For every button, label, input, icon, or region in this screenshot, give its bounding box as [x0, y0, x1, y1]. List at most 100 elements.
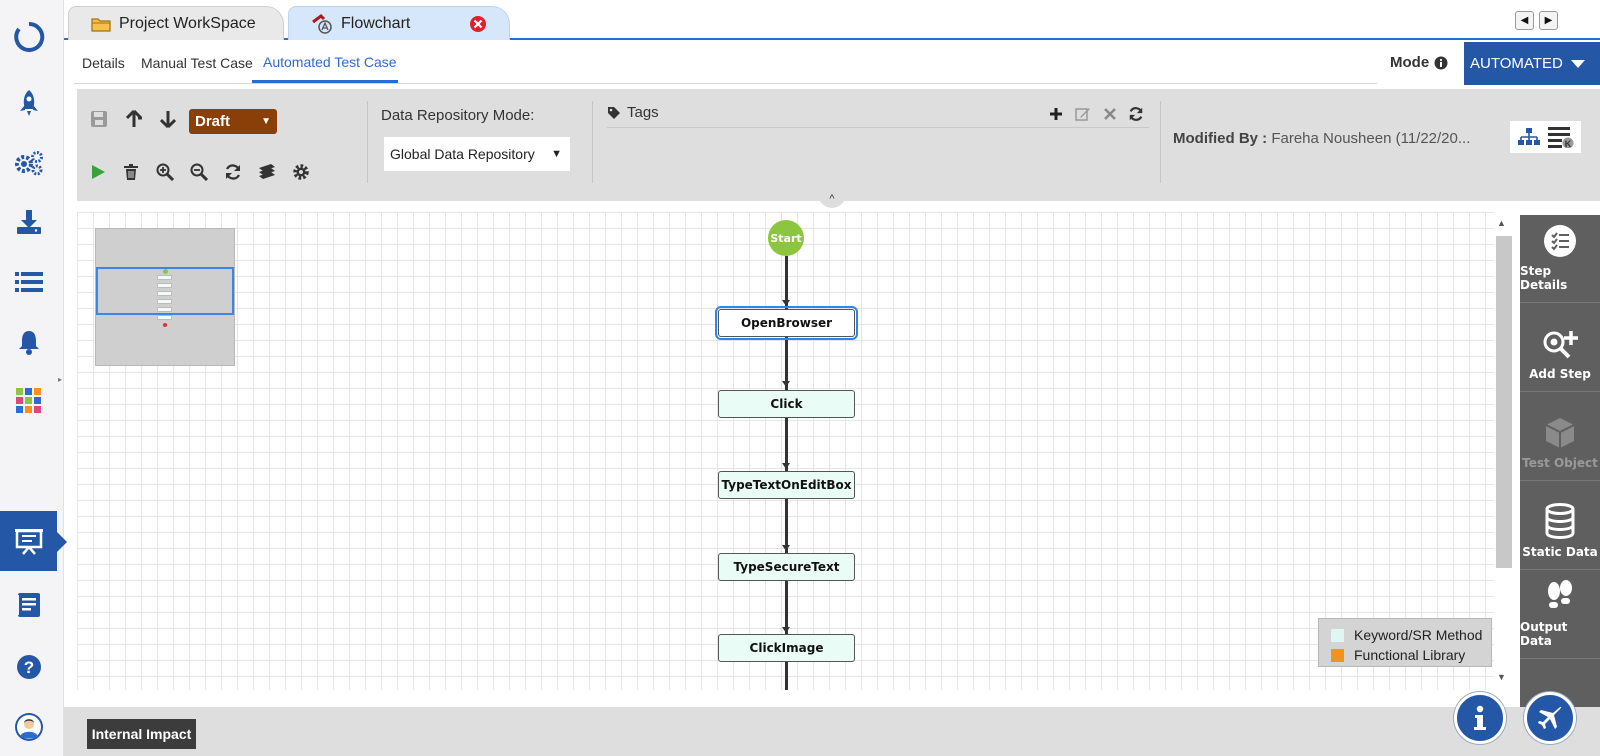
step-details-button[interactable]: Step Details [1520, 215, 1600, 303]
vertical-scrollbar-thumb[interactable] [1496, 236, 1512, 568]
cube-icon [1543, 416, 1577, 450]
view-toggle[interactable]: K [1510, 121, 1581, 153]
test-object-button[interactable]: Test Object [1520, 393, 1600, 481]
zoom-out-icon[interactable] [189, 162, 209, 182]
status-value: Draft [195, 113, 231, 130]
refresh-tags-icon[interactable] [1126, 104, 1146, 124]
run-play-icon[interactable] [88, 162, 108, 182]
output-data-button[interactable]: Output Data [1520, 571, 1600, 659]
mode-value: AUTOMATED [1470, 55, 1563, 72]
gears-icon[interactable] [12, 146, 46, 180]
minimap-start-dot [163, 269, 168, 274]
svg-text:?: ? [24, 658, 34, 677]
flowchart-minimap[interactable] [95, 228, 235, 366]
caret-down-icon [1570, 59, 1585, 68]
scroll-tabs-left-button[interactable]: ◀ [1515, 11, 1534, 30]
mode-dropdown-button[interactable]: AUTOMATED [1464, 42, 1600, 85]
subtab-divider [74, 83, 1377, 84]
flow-step-openbrowser[interactable]: OpenBrowser [715, 306, 858, 340]
download-tray-icon[interactable] [12, 205, 46, 239]
keyword-list-view-icon[interactable]: K [1547, 126, 1574, 148]
mode-label: Mode [1390, 54, 1448, 71]
document-tab-strip: Project WorkSpace Flowchart ◀ ▶ [64, 0, 1600, 40]
user-avatar-icon[interactable] [12, 710, 46, 744]
flow-start-node[interactable]: Start [768, 220, 804, 256]
scroll-up-arrow[interactable]: ▲ [1497, 218, 1506, 228]
folder-icon [91, 16, 111, 32]
tab-flowchart[interactable]: Flowchart [288, 6, 510, 40]
logo-ring-icon[interactable] [12, 20, 46, 54]
flow-arrowhead [782, 300, 790, 306]
subtab-automated-test-case[interactable]: Automated Test Case [263, 54, 397, 70]
subtab-manual-test-case[interactable]: Manual Test Case [141, 55, 253, 71]
legend-swatch [1331, 628, 1344, 642]
subtab-details[interactable]: Details [82, 55, 125, 71]
flow-step-clickimage[interactable]: ClickImage [718, 634, 855, 662]
flow-arrowhead [782, 545, 790, 551]
sidebar-expand-caret-icon[interactable]: ▸ [58, 375, 63, 384]
info-icon[interactable] [1434, 56, 1448, 70]
flow-step-typesecuretext[interactable]: TypeSecureText [718, 553, 855, 581]
static-data-button[interactable]: Static Data [1520, 482, 1600, 570]
save-icon[interactable] [89, 109, 109, 129]
checklist-icon [1543, 224, 1577, 258]
minimap-node [157, 291, 172, 296]
settings-gear-icon[interactable] [291, 162, 311, 182]
flow-step-typetextoneditbox[interactable]: TypeTextOnEditBox [718, 471, 855, 499]
legend-item-functional: Functional Library [1331, 647, 1465, 663]
flowchart-icon [311, 13, 333, 34]
caret-down-icon: ▼ [261, 116, 271, 127]
status-dropdown[interactable]: Draft ▼ [189, 109, 277, 134]
help-icon[interactable]: ? [12, 650, 46, 684]
data-repository-mode-value: Global Data Repository [390, 146, 535, 162]
minimap-node [157, 307, 172, 312]
hierarchy-view-icon[interactable] [1517, 128, 1540, 146]
svg-text:K: K [1564, 139, 1571, 148]
legend-label: Functional Library [1354, 647, 1466, 663]
minimap-node [157, 275, 172, 280]
tab-label: Project WorkSpace [119, 14, 256, 32]
sidebar-active-pointer [57, 532, 67, 552]
fly-airplane-fab-button[interactable] [1524, 692, 1576, 744]
internal-impact-button[interactable]: Internal Impact [87, 719, 196, 749]
tags-label: Tags [627, 104, 659, 121]
remove-tag-x-icon[interactable] [1100, 104, 1120, 124]
left-sidebar: ▸ [0, 0, 64, 756]
output-data-label: Output Data [1520, 620, 1568, 648]
scroll-down-arrow[interactable]: ▼ [1497, 672, 1506, 682]
refresh-icon[interactable] [223, 162, 243, 182]
close-tab-icon[interactable] [469, 15, 487, 33]
tab-label: Flowchart [341, 14, 411, 32]
minimap-node [157, 283, 172, 288]
modified-by-info: Modified By : Fareha Nousheen (11/22/20.… [1173, 130, 1470, 147]
legend-label: Keyword/SR Method [1354, 627, 1483, 643]
collapse-toolbar-chevron-icon[interactable]: ^ [818, 193, 846, 208]
move-up-icon[interactable] [124, 109, 144, 129]
tab-project-workspace[interactable]: Project WorkSpace [68, 6, 284, 40]
zoom-in-icon[interactable] [155, 162, 175, 182]
add-tag-plus-icon[interactable] [1046, 104, 1066, 124]
move-down-icon[interactable] [158, 109, 178, 129]
document-icon[interactable] [12, 588, 46, 622]
flow-step-click[interactable]: Click [718, 390, 855, 418]
presentation-board-icon [12, 524, 46, 558]
add-step-button[interactable]: Add Step [1520, 304, 1600, 392]
flowchart-toolbar [77, 89, 1600, 201]
minimap-viewport[interactable] [96, 267, 234, 315]
add-step-label: Add Step [1529, 367, 1591, 381]
scroll-tabs-right-button[interactable]: ▶ [1539, 11, 1558, 30]
app-grid-icon[interactable] [12, 384, 46, 418]
active-subtab-indicator [252, 80, 398, 83]
caret-down-icon: ▼ [551, 148, 562, 160]
flow-arrowhead [782, 627, 790, 633]
sidebar-item-flowchart-active[interactable] [0, 511, 57, 571]
bell-icon[interactable] [12, 325, 46, 359]
info-fab-button[interactable] [1454, 692, 1506, 744]
layers-icon[interactable] [257, 162, 277, 182]
edit-tag-icon[interactable] [1073, 104, 1093, 124]
delete-trash-icon[interactable] [121, 162, 141, 182]
tags-underline [607, 127, 1149, 128]
list-icon[interactable] [12, 265, 46, 299]
rocket-icon[interactable] [12, 86, 46, 120]
data-repository-mode-select[interactable]: Global Data Repository ▼ [383, 136, 571, 172]
